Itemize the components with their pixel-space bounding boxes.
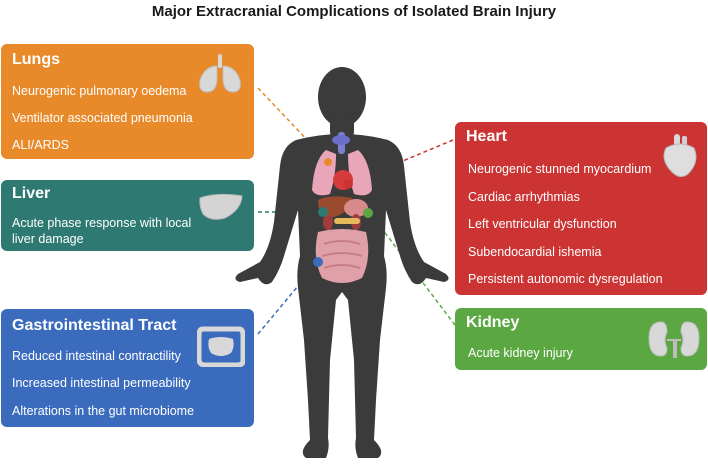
intestine-icon xyxy=(197,326,245,367)
kidney-left-organ xyxy=(323,214,333,230)
lungs-card: Lungs Neurogenic pulmonary oedema Ventil… xyxy=(1,44,254,159)
heart-item: Left ventricular dysfunction xyxy=(468,217,617,231)
heart-item: Persistent autonomic dysregulation xyxy=(468,272,663,286)
heart-item: Subendocardial ishemia xyxy=(468,245,602,259)
gi-item: Increased intestinal permeability xyxy=(12,376,191,390)
kidney-marker xyxy=(363,208,373,218)
liver-marker xyxy=(318,207,328,217)
lungs-marker xyxy=(324,158,332,166)
liver-card: Liver Acute phase response with local li… xyxy=(1,180,254,251)
pancreas-organ xyxy=(334,218,360,224)
liver-card-title: Liver xyxy=(12,185,51,202)
gi-item: Alterations in the gut microbiome xyxy=(12,404,195,418)
gi-marker xyxy=(313,257,323,267)
heart-icon xyxy=(663,134,697,178)
liver-icon xyxy=(199,193,243,220)
heart-item: Cardiac arrhythmias xyxy=(468,190,580,204)
lungs-item: Ventilator associated pneumonia xyxy=(12,111,193,125)
kidney-card-title: Kidney xyxy=(466,314,520,331)
thyroid xyxy=(332,135,350,145)
kidney-icon xyxy=(648,321,700,358)
heart-item: Neurogenic stunned myocardium xyxy=(468,162,652,176)
body-silhouette xyxy=(235,67,449,458)
kidney-item: Acute kidney injury xyxy=(468,346,573,360)
heart-card-title: Heart xyxy=(466,128,507,145)
lungs-icon xyxy=(199,54,241,93)
lungs-card-title: Lungs xyxy=(12,51,60,68)
kidney-card: Kidney Acute kidney injury xyxy=(455,308,707,370)
stomach-organ xyxy=(344,199,368,217)
lungs-item: ALI/ARDS xyxy=(12,138,69,152)
heart-card: Heart Neurogenic stunned myocardium Card… xyxy=(455,122,707,295)
liver-item: Acute phase response with local liver da… xyxy=(12,216,192,246)
gi-card-title: Gastrointestinal Tract xyxy=(12,317,177,334)
gi-card: Gastrointestinal Tract Reduced intestina… xyxy=(1,309,254,427)
heart-marker xyxy=(343,179,353,189)
figure-title: Major Extracranial Complications of Isol… xyxy=(151,3,557,20)
gi-item: Reduced intestinal contractility xyxy=(12,349,181,363)
lungs-item: Neurogenic pulmonary oedema xyxy=(12,84,187,98)
